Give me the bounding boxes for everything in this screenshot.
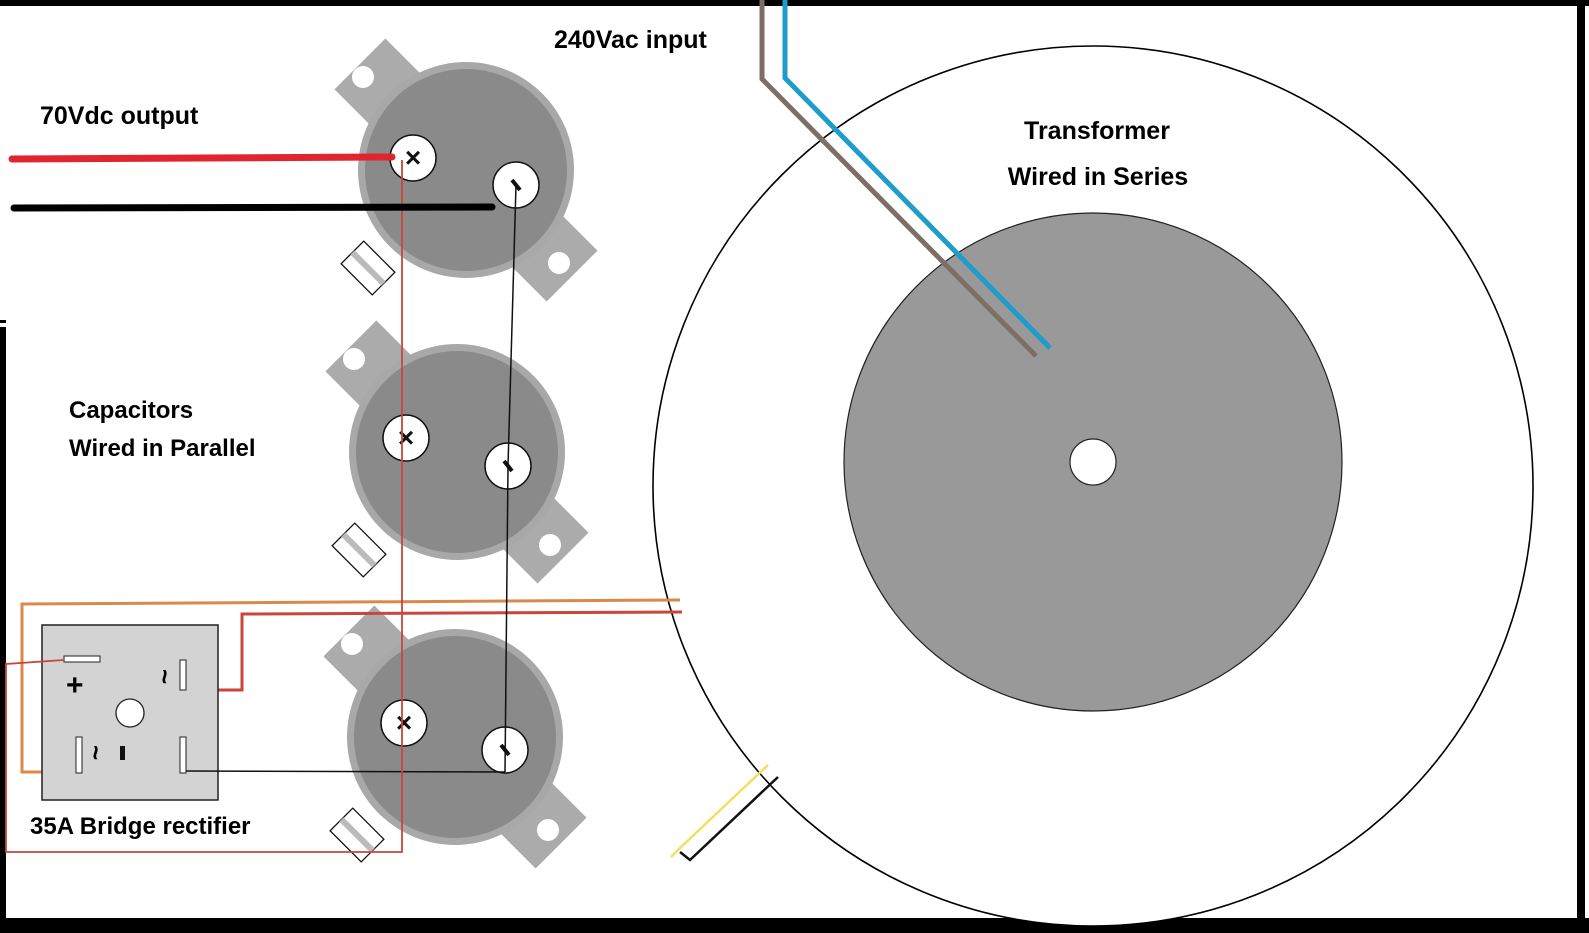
rectifier-ac1-tab bbox=[179, 659, 187, 691]
capacitor-body bbox=[365, 69, 567, 271]
mains-input-wires bbox=[759, 0, 1052, 358]
bridge-rectifier: + ~ ~ bbox=[41, 624, 219, 801]
output-positive-wire bbox=[8, 153, 396, 163]
rectifier-ac1-label: ~ bbox=[150, 669, 180, 684]
rectifier-mount-hole bbox=[115, 698, 145, 728]
capacitor-body bbox=[356, 351, 558, 553]
output-negative-wire bbox=[10, 203, 496, 212]
transformer-label-1: Transformer bbox=[1024, 117, 1170, 145]
vent-clip bbox=[331, 522, 387, 578]
bracket-hole bbox=[548, 252, 570, 274]
positive-rail bbox=[5, 160, 403, 853]
rectifier-label: 35A Bridge rectifier bbox=[30, 813, 251, 840]
capacitor-1: × bbox=[334, 38, 598, 302]
transformer-center-hole bbox=[1069, 438, 1117, 486]
secondary-yellow-wire bbox=[670, 764, 769, 858]
capacitor-2: × bbox=[325, 320, 589, 584]
capacitor-body bbox=[354, 636, 556, 838]
negative-rail-vertical bbox=[504, 184, 517, 773]
negative-rail-bottom bbox=[185, 770, 506, 773]
capacitors-label-2: Wired in Parallel bbox=[69, 435, 256, 462]
transformer-label-2: Wired in Series bbox=[1008, 163, 1188, 191]
secondary-bottom-leads bbox=[670, 764, 779, 862]
rectifier-negative-tab bbox=[179, 736, 187, 774]
mains-blue-wire bbox=[782, 0, 1052, 350]
rectifier-ac2-label: ~ bbox=[81, 745, 111, 760]
rectifier-negative-label bbox=[120, 746, 125, 760]
bracket-hole bbox=[343, 348, 365, 370]
input-label: 240Vac input bbox=[554, 26, 708, 54]
rectifier-ac2-tab bbox=[75, 736, 83, 774]
dc-rails bbox=[5, 160, 517, 853]
bracket-hole bbox=[537, 819, 559, 841]
positive-terminal bbox=[382, 414, 430, 462]
rectifier-positive-label: + bbox=[66, 669, 84, 702]
bracket-hole bbox=[352, 66, 374, 88]
positive-symbol: × bbox=[398, 422, 414, 453]
secondary-black-wire bbox=[679, 776, 779, 862]
vent-clip bbox=[329, 807, 385, 863]
positive-symbol: × bbox=[396, 707, 412, 738]
capacitor-3: × bbox=[323, 605, 587, 869]
rectifier-positive-tab bbox=[63, 655, 101, 663]
dc-output-wires bbox=[8, 153, 496, 212]
bracket-hole bbox=[341, 633, 363, 655]
capacitors-label-1: Capacitors bbox=[69, 397, 193, 424]
positive-terminal bbox=[380, 699, 428, 747]
bracket-hole bbox=[539, 534, 561, 556]
vent-clip bbox=[340, 240, 396, 296]
output-label: 70Vdc output bbox=[40, 102, 199, 130]
mains-brown-wire bbox=[759, 0, 1038, 358]
positive-symbol: × bbox=[405, 142, 421, 173]
transformer bbox=[652, 45, 1534, 927]
